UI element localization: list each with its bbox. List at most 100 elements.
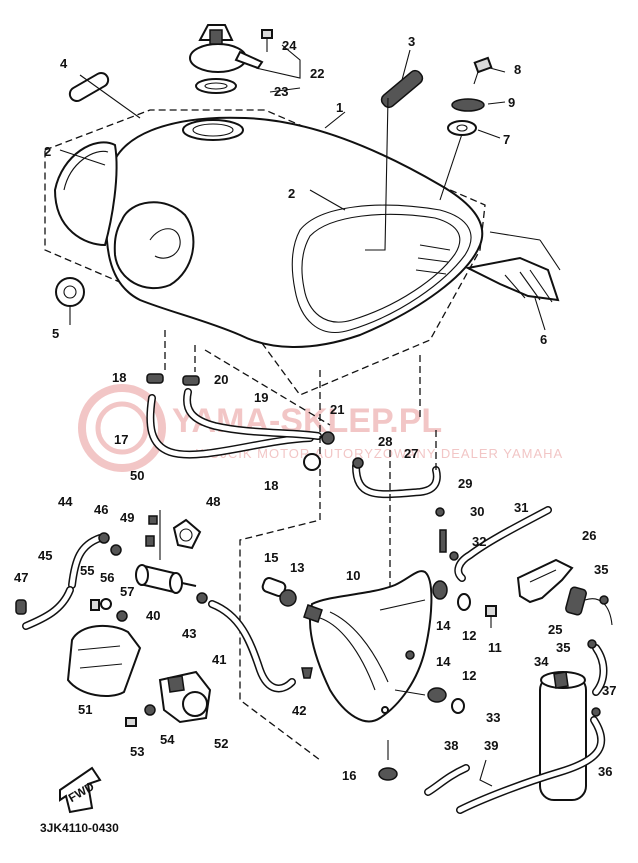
callout-38: 38	[444, 738, 458, 753]
callout-labels: 1 2 2 3 4 5 6 7 8 9 10 11 12 12 13 14 14…	[14, 34, 616, 783]
callout-20: 20	[214, 372, 228, 387]
washer-56	[100, 598, 112, 610]
callout-23: 23	[274, 84, 288, 99]
clip-39	[479, 759, 493, 787]
fuel-pump	[158, 670, 212, 724]
callout-11: 11	[488, 640, 502, 655]
tank-pad	[68, 72, 110, 102]
callout-40: 40	[146, 608, 160, 623]
sub-tank	[303, 570, 433, 723]
callout-27: 27	[404, 446, 418, 461]
callout-16: 16	[342, 768, 356, 783]
callout-21: 21	[330, 402, 344, 417]
callout-51: 51	[78, 702, 92, 717]
tank-emblem	[380, 69, 424, 109]
collar-and-bolt	[261, 577, 297, 607]
guide-line-left	[239, 370, 321, 761]
callout-30: 30	[470, 504, 484, 519]
callout-50: 50	[130, 468, 144, 483]
callout-32: 32	[472, 534, 486, 549]
callout-53: 53	[130, 744, 144, 759]
callout-56: 56	[100, 570, 114, 585]
drain-bolt	[378, 740, 398, 781]
fuel-hose-44	[68, 532, 110, 589]
callout-14-bottom: 14	[436, 654, 451, 669]
vent-hose-27	[352, 355, 441, 499]
cap-bolt	[261, 29, 273, 39]
callout-12-bottom: 12	[462, 668, 476, 683]
callout-4: 4	[60, 56, 68, 71]
callout-18-top: 18	[112, 370, 126, 385]
callout-7: 7	[503, 132, 510, 147]
callout-35-top: 35	[594, 562, 608, 577]
callout-35-bottom: 35	[556, 640, 570, 655]
callout-1: 1	[336, 100, 343, 115]
callout-8: 8	[514, 62, 521, 77]
callout-44: 44	[58, 494, 73, 509]
vent-hose-36	[456, 716, 606, 814]
screw-49	[145, 535, 155, 547]
watermark-tagline: WOJCIK MOTOR AUTORYZOWANY DEALER YAMAHA	[196, 446, 563, 461]
vent-hoses-upper	[146, 330, 335, 471]
callout-2-left: 2	[44, 144, 51, 159]
diagram-code: 3JK4110-0430	[40, 821, 119, 835]
callout-54: 54	[160, 732, 175, 747]
mount-hardware	[447, 56, 493, 136]
callout-9: 9	[508, 95, 515, 110]
tank-bracket	[464, 256, 560, 303]
callout-6: 6	[540, 332, 547, 347]
callout-47: 47	[14, 570, 28, 585]
callout-13: 13	[290, 560, 304, 575]
bolt-55	[90, 599, 100, 611]
hose-clip-43	[196, 592, 208, 604]
fuel-hose-45	[15, 586, 74, 630]
fuel-hose-41	[208, 600, 296, 693]
callout-24: 24	[282, 38, 297, 53]
callout-41: 41	[212, 652, 226, 667]
fuel-tank	[105, 116, 484, 348]
screw-50	[148, 515, 158, 525]
callout-42: 42	[292, 703, 306, 718]
callout-25: 25	[548, 622, 562, 637]
callout-22: 22	[310, 66, 324, 81]
grommet-57	[116, 610, 128, 622]
callout-12-top: 12	[462, 628, 476, 643]
grommet	[55, 277, 85, 307]
callout-2-right: 2	[288, 186, 295, 201]
callout-57: 57	[120, 584, 134, 599]
rollover-valve	[565, 586, 613, 626]
subtank-mounts	[379, 580, 497, 714]
callout-10: 10	[346, 568, 360, 583]
vent-hose-31	[454, 506, 552, 582]
cap-gasket	[195, 78, 237, 94]
hose-38	[424, 764, 470, 796]
fuel-cap	[189, 24, 264, 73]
callout-52: 52	[214, 736, 228, 751]
clip-30	[439, 529, 447, 553]
callout-15: 15	[264, 550, 278, 565]
knee-pad-left	[53, 141, 118, 247]
charcoal-canister	[539, 671, 587, 801]
callout-28: 28	[378, 434, 392, 449]
clip-32	[449, 551, 459, 561]
callout-31: 31	[514, 500, 528, 515]
callout-55: 55	[80, 563, 94, 578]
knee-pad-left-edge	[63, 150, 109, 191]
callout-5: 5	[52, 326, 59, 341]
washer-54	[144, 704, 156, 716]
fuel-pump-cover	[66, 624, 142, 697]
callout-48: 48	[206, 494, 220, 509]
leader-lines	[59, 44, 561, 331]
clip-37	[591, 707, 601, 717]
clip-35b	[599, 595, 609, 605]
callout-43: 43	[182, 626, 196, 641]
bolt-53	[125, 717, 137, 727]
callout-49: 49	[120, 510, 134, 525]
callout-46: 46	[94, 502, 108, 517]
callout-17: 17	[114, 432, 128, 447]
clip-29	[435, 507, 445, 517]
callout-45: 45	[38, 548, 52, 563]
callout-19: 19	[254, 390, 268, 405]
callout-37: 37	[602, 683, 616, 698]
